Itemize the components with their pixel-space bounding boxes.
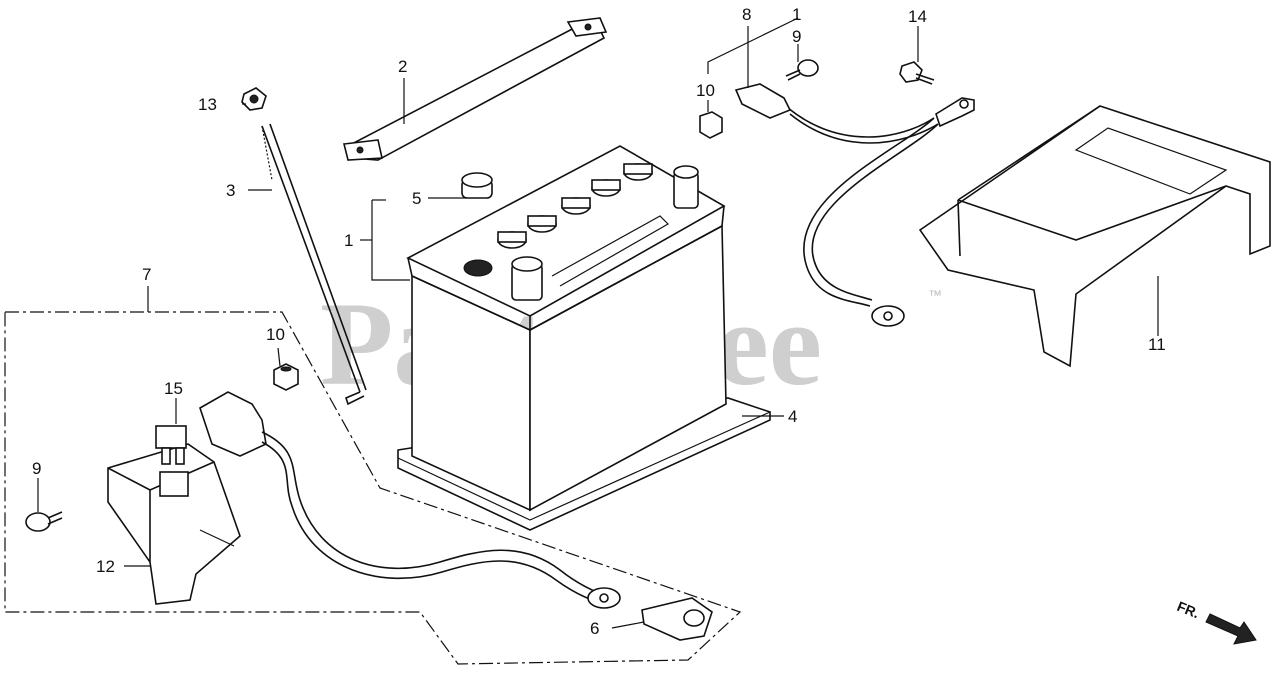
part-negative-cable[interactable] bbox=[199, 391, 621, 609]
callout-12: 12 bbox=[96, 557, 115, 576]
callout-1: 1 bbox=[344, 231, 353, 250]
part-vent-cap[interactable] bbox=[461, 172, 493, 199]
callout-1-top: 1 bbox=[792, 5, 801, 24]
part-flange-bolt-14[interactable] bbox=[899, 61, 935, 85]
battery-cell-caps bbox=[497, 163, 653, 249]
watermark-trademark: ™ bbox=[928, 287, 942, 303]
part-battery-cover[interactable] bbox=[918, 105, 1271, 368]
callout-labels: 2 13 3 5 1 7 4 11 10 15 9 12 6 8 1 9 10 … bbox=[32, 5, 1166, 638]
part-battery[interactable] bbox=[406, 145, 727, 512]
front-label: FR. bbox=[1175, 598, 1202, 621]
callout-10-top: 10 bbox=[696, 81, 715, 100]
part-hold-rod[interactable] bbox=[261, 123, 367, 406]
part-battery-strap[interactable] bbox=[343, 17, 608, 161]
callout-9-lower: 9 bbox=[32, 459, 41, 478]
callout-7: 7 bbox=[142, 265, 151, 284]
leader-lines bbox=[37, 17, 1159, 629]
callout-8: 8 bbox=[742, 5, 751, 24]
callout-10-lower: 10 bbox=[266, 325, 285, 344]
part-nut-10-lower[interactable] bbox=[273, 363, 299, 391]
callout-3: 3 bbox=[226, 181, 235, 200]
callout-2: 2 bbox=[398, 57, 407, 76]
callout-13: 13 bbox=[198, 95, 217, 114]
part-positive-cable[interactable] bbox=[734, 83, 975, 327]
part-fuse[interactable] bbox=[155, 425, 187, 465]
callout-6: 6 bbox=[590, 619, 599, 638]
part-bolt-9-lower[interactable] bbox=[25, 511, 63, 532]
callout-4: 4 bbox=[788, 407, 797, 426]
battery-terminal-posts bbox=[463, 165, 699, 301]
callout-9-top: 9 bbox=[792, 27, 801, 46]
callout-5: 5 bbox=[412, 189, 421, 208]
callout-11: 11 bbox=[1148, 335, 1166, 354]
part-nut-10-top[interactable] bbox=[699, 111, 723, 139]
part-nut-13[interactable] bbox=[241, 87, 267, 111]
subassembly-7-boundary bbox=[4, 311, 742, 665]
front-arrow-icon bbox=[1205, 613, 1257, 645]
part-fuse-holder[interactable] bbox=[107, 443, 241, 605]
callout-14: 14 bbox=[908, 7, 927, 26]
callout-15: 15 bbox=[164, 379, 183, 398]
front-direction-indicator: FR. bbox=[1175, 598, 1257, 645]
part-terminal-cover[interactable] bbox=[641, 597, 713, 641]
part-bolt-9-top[interactable] bbox=[785, 59, 819, 81]
